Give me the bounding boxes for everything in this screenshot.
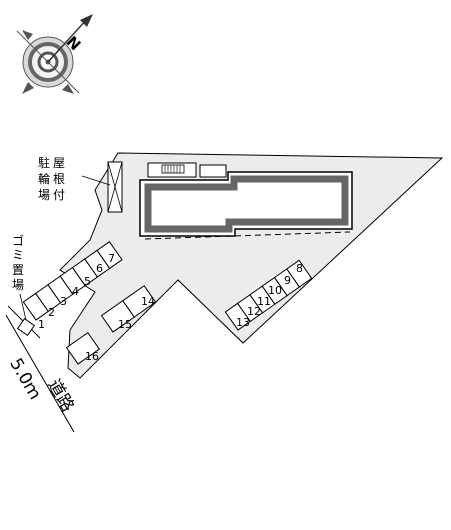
parking-number: 4	[72, 285, 79, 298]
building	[139, 162, 353, 240]
bicycle-parking-label-3: 場	[38, 188, 50, 202]
parking-row-1-7	[22, 241, 123, 321]
garbage-label-3: 置	[12, 263, 24, 277]
parking-number: 10	[268, 284, 282, 297]
roof-attached-label-3: 付	[53, 188, 65, 202]
bicycle-parking-label-2: 輪	[38, 171, 50, 186]
parking-number: 7	[108, 252, 115, 265]
compass-rose-icon	[16, 14, 93, 94]
parking-number: 12	[247, 305, 261, 318]
parking-number: 2	[48, 306, 55, 319]
garbage-area	[16, 293, 36, 337]
parking-number: 11	[257, 295, 271, 308]
parking-space	[122, 285, 157, 318]
parking-number: 13	[236, 316, 250, 329]
parking-number: 14	[141, 295, 155, 308]
parking-space	[96, 241, 123, 270]
parking-row-8-13	[224, 259, 313, 331]
garbage-label-1: ゴ	[12, 233, 24, 248]
roof-attached-label-1: 屋	[53, 156, 65, 170]
parking-number: 3	[60, 295, 67, 308]
parking-number: 8	[296, 262, 303, 275]
parking-space	[65, 332, 100, 365]
parking-number: 5	[84, 275, 91, 288]
road-width-label: 5.0ｍ	[5, 355, 44, 403]
parking-number: 16	[85, 350, 99, 363]
road-edge	[5, 314, 75, 433]
parking-number: 15	[118, 318, 132, 331]
parking-space	[286, 259, 313, 288]
bicycle-parking-shed	[81, 161, 123, 213]
parking-number: 9	[284, 274, 291, 287]
road-name-label: 道路	[43, 376, 77, 415]
garbage-label-4: 場	[12, 278, 24, 292]
parking-row-14-15	[100, 285, 157, 333]
roof-attached-label-2: 根	[53, 172, 65, 186]
bicycle-parking-label-1: 駐	[38, 155, 50, 170]
parking-number: 1	[38, 318, 45, 331]
parking-row-16	[65, 332, 100, 365]
garbage-label-2: ミ	[12, 248, 24, 262]
parking-number: 6	[96, 262, 103, 275]
